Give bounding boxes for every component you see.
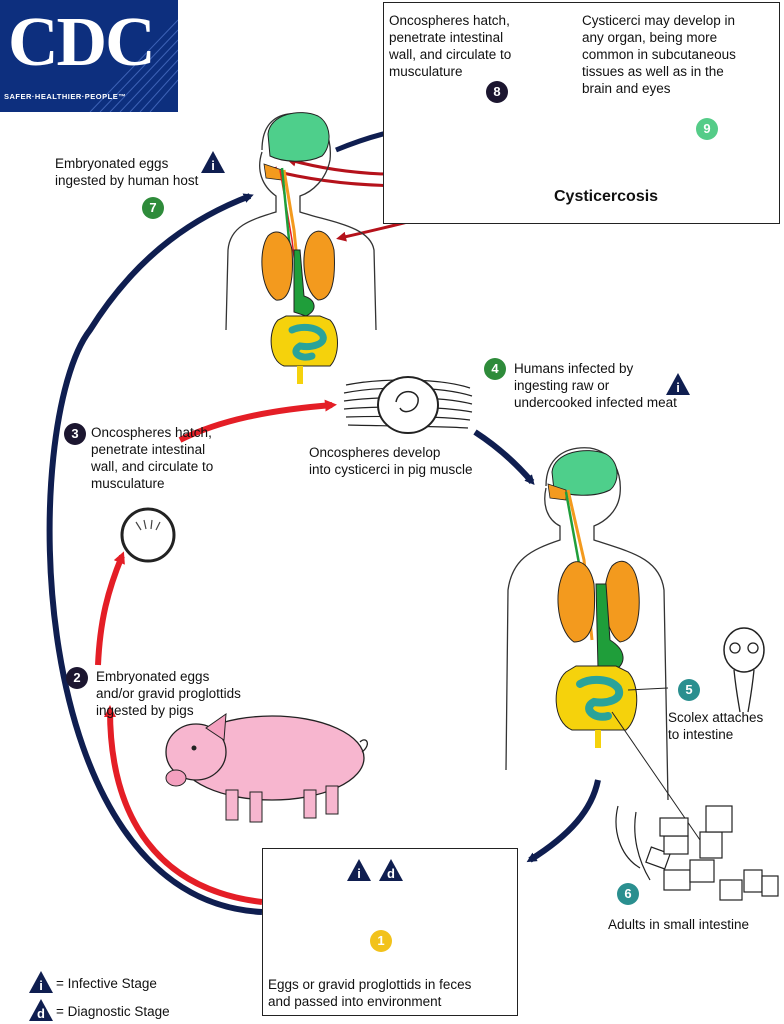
cysticercosis-title: Cysticercosis [554,188,659,205]
arrow-to-pig [104,705,263,905]
diagnostic-stage-icon: d [378,858,404,882]
adult-tapeworm-icon [615,805,779,901]
stage-7-label: Embryonated eggs ingested by human host [55,156,199,188]
infective-marker: i [211,158,215,173]
stage-5-label: Scolex attaches to intestine [668,710,764,742]
stage-1-badge: 1 [370,930,392,952]
legend-diagnostic-icon: d [28,998,54,1022]
logo-stripes-icon [89,19,178,112]
stage-4-label: Humans infected by ingesting raw or unde… [514,361,677,410]
infective-stage-icon: i [346,858,372,882]
infective-marker: i [39,978,43,993]
stage-4-badge: 4 [484,358,506,380]
infective-stage-icon: i [200,150,226,174]
infective-marker: i [357,866,361,881]
stage-3-muscle-label: Oncospheres develop into cysticerci in p… [309,445,473,477]
stage-6-badge: 6 [617,883,639,905]
stage-3-label: Oncospheres hatch, penetrate intestinal … [91,425,214,491]
oncosphere-icon [120,507,176,563]
arrow-muscle-to-human [473,429,535,486]
stage-1-label: Eggs or gravid proglottids in feces and … [268,977,472,1009]
diagnostic-marker: d [37,1006,45,1021]
stage-8-label: Oncospheres hatch, penetrate intestinal … [389,13,512,79]
cysticercosis-box [383,2,780,224]
cdc-logo: CDC SAFER·HEALTHIER·PEOPLE™ [0,0,178,112]
arrow-human-ingestion [46,193,263,915]
arrow-stage3-to-muscle [178,399,337,443]
pig-icon [165,712,368,823]
stage-3-badge: 3 [64,423,86,445]
human-body-bottom [505,447,701,841]
arrow-human-to-feces [526,779,601,863]
stage-2-badge: 2 [66,667,88,689]
stage-5-badge: 5 [678,679,700,701]
legend-infective-icon: i [28,970,54,994]
human-body-top [225,112,377,384]
infective-stage-icon: i [665,372,691,396]
stage-8-badge: 8 [486,81,508,103]
diagnostic-marker: d [387,866,395,881]
logo-text: CDC [8,4,156,81]
legend-infective-label: = Infective Stage [56,976,157,991]
stage-6-label: Adults in small intestine [608,917,750,932]
arrow-stage2-to-3 [95,551,125,666]
legend-diagnostic-label: = Diagnostic Stage [56,1004,170,1019]
cysticercus-in-muscle-icon [343,376,473,434]
infective-marker: i [676,380,680,395]
stage-9-badge: 9 [696,118,718,140]
stage-7-badge: 7 [142,197,164,219]
stage-2-label: Embryonated eggs and/or gravid proglotti… [96,669,241,718]
stage-9-label: Cysticerci may develop in any organ, bei… [582,13,736,96]
logo-tagline: SAFER·HEALTHIER·PEOPLE™ [4,92,127,101]
scolex-icon [723,627,765,713]
